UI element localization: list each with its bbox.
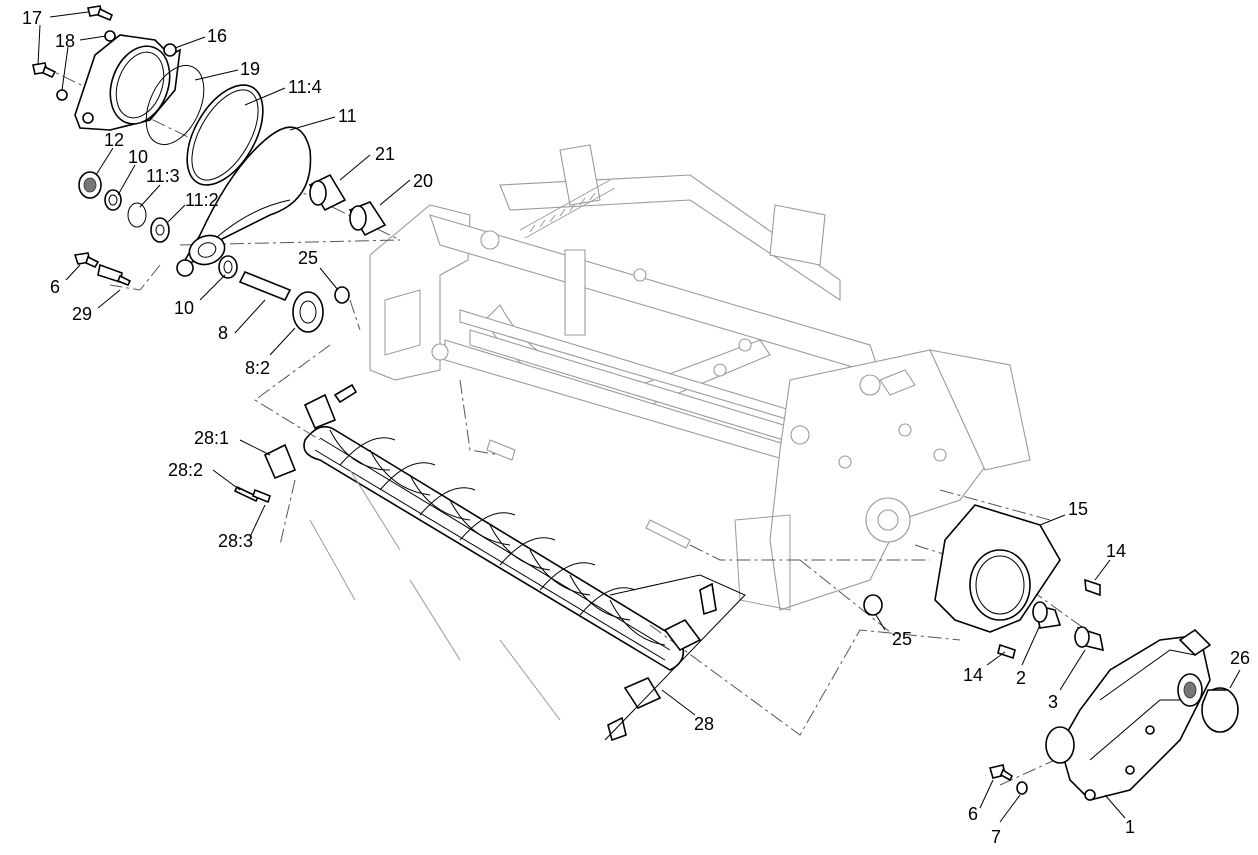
nut-25-upper	[334, 286, 350, 304]
callout-26: 26	[1230, 648, 1250, 668]
clamp-28-1	[263, 383, 358, 480]
bracket-28	[604, 574, 746, 741]
callout-28-2: 28:2	[168, 460, 203, 480]
leader-lines	[37, 11, 1241, 823]
callout-7: 7	[991, 827, 1001, 847]
callout-14-lower: 14	[963, 665, 983, 685]
nut-25-lower	[863, 594, 883, 616]
bushing-20	[348, 201, 387, 237]
callout-21: 21	[375, 144, 395, 164]
clamp-28-right	[607, 582, 717, 742]
reel-frame-ghost	[369, 144, 1031, 611]
callout-19: 19	[240, 59, 260, 79]
callout-8: 8	[218, 323, 228, 343]
bolt-14-lower	[997, 643, 1016, 660]
cover-plate-15	[934, 504, 1061, 633]
callout-25-lower: 25	[892, 629, 912, 649]
callout-28-3: 28:3	[218, 531, 253, 551]
callout-14-upper: 14	[1106, 541, 1126, 561]
callout-11-4: 11:4	[288, 77, 322, 97]
callout-3: 3	[1048, 692, 1058, 712]
shaft-8	[238, 270, 292, 302]
o-ring-19	[145, 64, 205, 146]
callout-20: 20	[413, 171, 433, 191]
callout-28-1: 28:1	[194, 428, 229, 448]
shoulder-bolt-29	[97, 263, 132, 287]
callout-28: 28	[694, 714, 714, 734]
plug-26	[1201, 687, 1239, 733]
washer-7	[1016, 781, 1028, 795]
bushing-3	[1074, 626, 1105, 652]
callout-labels: 17 18 16 19 11:4 11 12 10 11:3 21 20 11:…	[22, 8, 1250, 847]
callout-15: 15	[1068, 499, 1088, 519]
callout-8-2: 8:2	[245, 358, 270, 378]
callout-2: 2	[1016, 668, 1026, 688]
gearbox-1	[1045, 628, 1212, 801]
spacer-11-2	[150, 217, 170, 243]
bolt-6-lower	[988, 764, 1014, 782]
callout-25-upper: 25	[298, 248, 318, 268]
callout-12: 12	[104, 130, 124, 150]
screws-28-2-28-3	[233, 485, 271, 504]
bushing-21	[308, 173, 347, 212]
callout-10-lower: 10	[174, 298, 194, 318]
callout-1: 1	[1125, 817, 1135, 837]
callout-29: 29	[72, 304, 92, 324]
bolt-center	[486, 439, 691, 549]
o-ring-11-3	[127, 202, 147, 228]
callout-18: 18	[55, 31, 75, 51]
callout-6-lower: 6	[968, 804, 978, 824]
callout-16: 16	[207, 26, 227, 46]
callout-11-3: 11:3	[146, 166, 180, 186]
pulley-8-2	[292, 291, 324, 333]
callout-11: 11	[338, 106, 357, 126]
bolt-6-upper	[73, 252, 100, 269]
reel-cylinder	[303, 425, 685, 671]
bolt-17	[32, 5, 114, 79]
callout-6-upper: 6	[50, 277, 60, 297]
bushing-2	[1032, 601, 1062, 629]
callout-10-upper: 10	[128, 147, 148, 167]
callout-17: 17	[22, 8, 42, 28]
callout-11-2: 11:2	[185, 190, 219, 210]
left-bearing-housing-16	[74, 34, 181, 131]
bolt-14-upper	[1084, 578, 1101, 597]
washer-10-upper	[104, 189, 122, 211]
belt-guide-11-4	[186, 84, 264, 186]
bearing-12	[78, 171, 102, 199]
washer-10-lower	[218, 255, 238, 279]
drive-belt-11	[176, 126, 312, 277]
